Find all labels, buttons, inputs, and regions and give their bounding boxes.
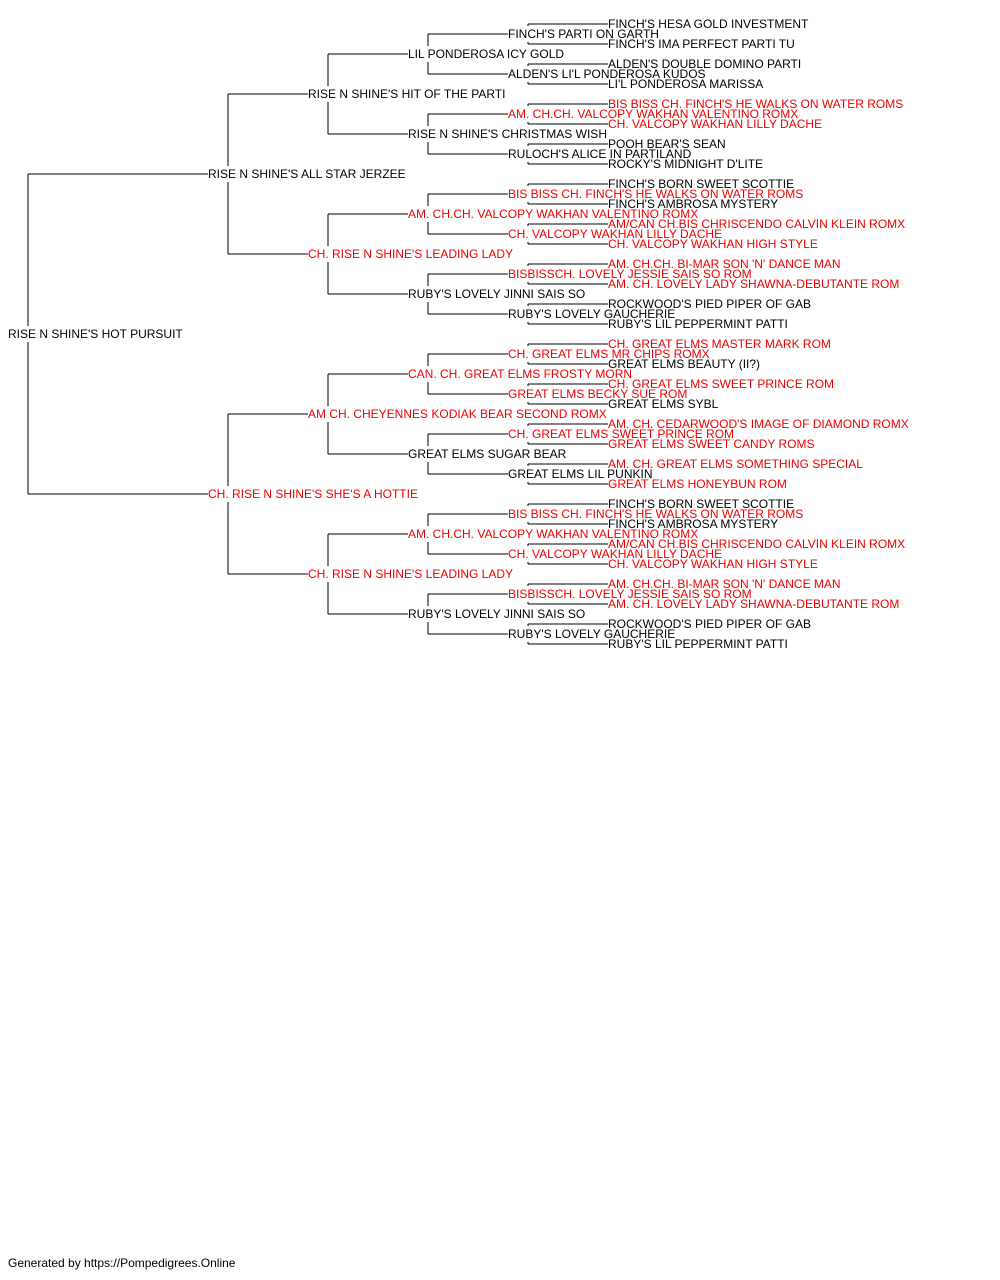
ancestor-name: RUBY'S LOVELY JINNI SAIS SO [408,607,585,621]
ancestor-name: CH. VALCOPY WAKHAN HIGH STYLE [608,557,818,571]
ancestor-name: RISE N SHINE'S HIT OF THE PARTI [308,87,505,101]
ancestor-name: RISE N SHINE'S ALL STAR JERZEE [208,167,406,181]
dog-names: RISE N SHINE'S HOT PURSUIT RISE N SHINE'S… [8,17,909,651]
ancestor-name: AM/CAN CH.BIS CHRISCENDO CALVIN KLEIN RO… [608,217,905,231]
ancestor-name: AM. CH.CH. BI-MAR SON 'N' DANCE MAN [608,257,841,271]
ancestor-name: AM. CH. GREAT ELMS SOMETHING SPECIAL [608,457,863,471]
ancestor-name: CH. VALCOPY WAKHAN LILLY DACHE [508,547,722,561]
ancestor-name: BISBISSCH. LOVELY JESSIE SAIS SO ROM [508,587,752,601]
ancestor-name: ALDEN'S LI'L PONDEROSA KUDOS [508,67,706,81]
ancestor-name: RULOCH'S ALICE IN PARTILAND [508,147,692,161]
ancestor-name: AM/CAN CH.BIS CHRISCENDO CALVIN KLEIN RO… [608,537,905,551]
ancestor-name: FINCH'S BORN SWEET SCOTTIE [608,497,794,511]
ancestor-name: AM. CH. LOVELY LADY SHAWNA-DEBUTANTE ROM [608,277,899,291]
ancestor-name: AM CH. CHEYENNES KODIAK BEAR SECOND ROMX [308,407,607,421]
ancestor-name: CH. VALCOPY WAKHAN LILLY DACHE [608,117,822,131]
ancestor-name: FINCH'S AMBROSA MYSTERY [608,517,778,531]
connector-lines [27,23,608,645]
ancestor-name: RUBY'S LOVELY GAUCHERIE [508,627,675,641]
ancestor-name: FINCH'S IMA PERFECT PARTI TU [608,37,795,51]
ancestor-name: POOH BEAR'S SEAN [608,137,726,151]
ancestor-name: BIS BISS CH. FINCH'S HE WALKS ON WATER R… [608,97,903,111]
ancestor-name: GREAT ELMS BEAUTY (II?) [608,357,760,371]
ancestor-name: AM. CH. LOVELY LADY SHAWNA-DEBUTANTE ROM [608,597,899,611]
ancestor-name: CH. RISE N SHINE'S SHE'S A HOTTIE [208,487,418,501]
ancestor-name: GREAT ELMS SYBL [608,397,719,411]
ancestor-name: AM. CH.CH. BI-MAR SON 'N' DANCE MAN [608,577,841,591]
ancestor-name: CH. RISE N SHINE'S LEADING LADY [308,567,513,581]
ancestor-name: RUBY'S LIL PEPPERMINT PATTI [608,637,788,651]
ancestor-name: BISBISSCH. LOVELY JESSIE SAIS SO ROM [508,267,752,281]
ancestor-name: GREAT ELMS SUGAR BEAR [408,447,567,461]
generator-credit: Generated by https://Pompedigrees.Online [8,1256,236,1270]
subject-dog-name: RISE N SHINE'S HOT PURSUIT [8,327,183,341]
ancestor-name: AM. CH. CEDARWOOD'S IMAGE OF DIAMOND ROM… [608,417,909,431]
ancestor-name: ROCKWOOD'S PIED PIPER OF GAB [608,297,811,311]
ancestor-name: AM. CH.CH. VALCOPY WAKHAN VALENTINO ROMX [408,207,698,221]
ancestor-name: CH. VALCOPY WAKHAN LILLY DACHE [508,227,722,241]
ancestor-name: FINCH'S AMBROSA MYSTERY [608,197,778,211]
ancestor-name: LI'L PONDEROSA MARISSA [608,77,763,91]
ancestor-name: GREAT ELMS SWEET CANDY ROMS [608,437,814,451]
ancestor-name: AM. CH.CH. VALCOPY WAKHAN VALENTINO ROMX [508,107,798,121]
ancestor-name: FINCH'S PARTI ON GARTH [508,27,659,41]
ancestor-name: FINCH'S HESA GOLD INVESTMENT [608,17,809,31]
ancestor-name: ROCKWOOD'S PIED PIPER OF GAB [608,617,811,631]
ancestor-name: CH. RISE N SHINE'S LEADING LADY [308,247,513,261]
ancestor-name: RUBY'S LOVELY JINNI SAIS SO [408,287,585,301]
ancestor-name: BIS BISS CH. FINCH'S HE WALKS ON WATER R… [508,187,803,201]
ancestor-name: GREAT ELMS LIL PUNKIN [508,467,653,481]
ancestor-name: GREAT ELMS HONEYBUN ROM [608,477,787,491]
ancestor-name: ROCKY'S MIDNIGHT D'LITE [608,157,763,171]
ancestor-name: CAN. CH. GREAT ELMS FROSTY MORN [408,367,632,381]
ancestor-name: BIS BISS CH. FINCH'S HE WALKS ON WATER R… [508,507,803,521]
ancestor-name: LIL PONDEROSA ICY GOLD [408,47,564,61]
ancestor-name: CH. GREAT ELMS SWEET PRINCE ROM [508,427,734,441]
ancestor-name: RUBY'S LOVELY GAUCHERIE [508,307,675,321]
ancestor-name: CH. GREAT ELMS SWEET PRINCE ROM [608,377,834,391]
ancestor-name: RUBY'S LIL PEPPERMINT PATTI [608,317,788,331]
ancestor-name: GREAT ELMS BECKY SUE ROM [508,387,687,401]
ancestor-name: AM. CH.CH. VALCOPY WAKHAN VALENTINO ROMX [408,527,698,541]
ancestor-name: CH. GREAT ELMS MASTER MARK ROM [608,337,831,351]
ancestor-name: FINCH'S BORN SWEET SCOTTIE [608,177,794,191]
ancestor-name: ALDEN'S DOUBLE DOMINO PARTI [608,57,801,71]
ancestor-name: CH. GREAT ELMS MR CHIPS ROMX [508,347,710,361]
ancestor-name: RISE N SHINE'S CHRISTMAS WISH [408,127,607,141]
ancestor-name: CH. VALCOPY WAKHAN HIGH STYLE [608,237,818,251]
